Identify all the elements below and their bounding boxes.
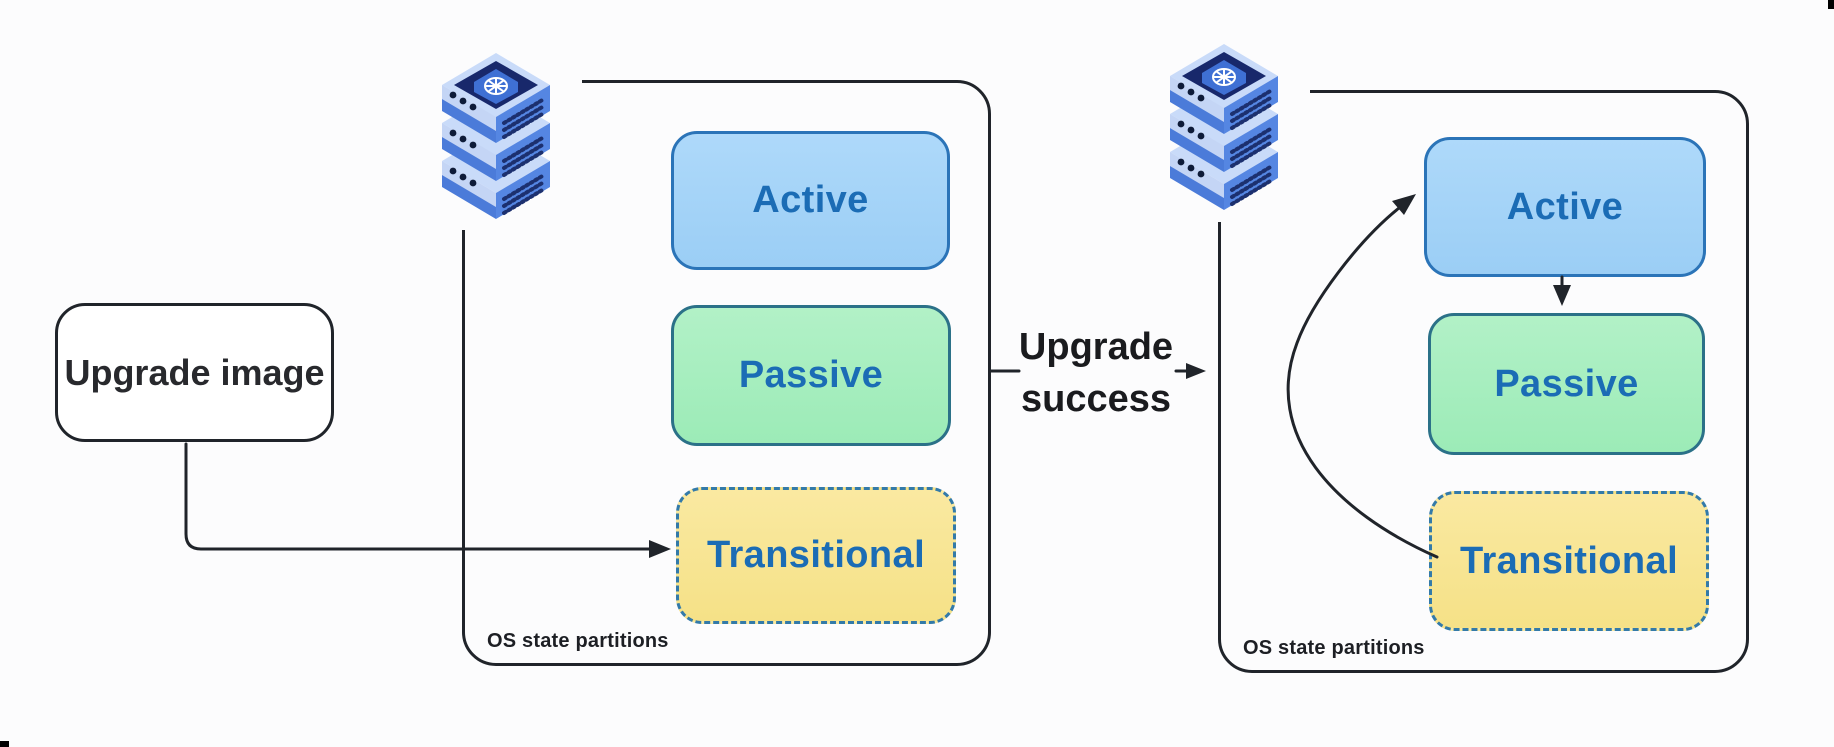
partition-active-after: Active [1424,137,1706,277]
cluster-before-container: Active Passive Transitional OS state par… [462,80,991,666]
partition-passive-after: Passive [1428,313,1705,455]
upgrade-image-box: Upgrade image [55,303,334,442]
upgrade-success-line2: success [1020,378,1171,420]
partition-active-label: Active [1506,185,1624,228]
kubernetes-server-stack-icon [426,49,566,221]
upgrade-success-label: Upgrade success [976,321,1216,425]
partition-passive-label: Passive [738,354,884,396]
upgrade-image-label: Upgrade image [64,351,325,393]
partition-passive-before: Passive [671,305,951,446]
kubernetes-server-stack-icon [1154,40,1294,212]
os-state-partitions-caption-after: OS state partitions [1243,637,1425,659]
kubernetes-server-stack-icon [410,40,582,230]
partition-transitional-after: Transitional [1429,491,1709,631]
partition-transitional-label: Transitional [1459,539,1679,582]
partition-active-before: Active [671,131,950,270]
os-state-partitions-caption-before: OS state partitions [487,630,669,652]
upgrade-success-line1: Upgrade [1018,326,1174,368]
partition-passive-label: Passive [1494,362,1639,405]
screen-corner-artifact [0,741,9,747]
kubernetes-server-stack-icon [1138,30,1310,222]
screen-corner-artifact [1828,0,1834,9]
partition-transitional-label: Transitional [706,534,926,576]
partition-transitional-before: Transitional [676,487,956,624]
partition-active-label: Active [752,179,869,221]
